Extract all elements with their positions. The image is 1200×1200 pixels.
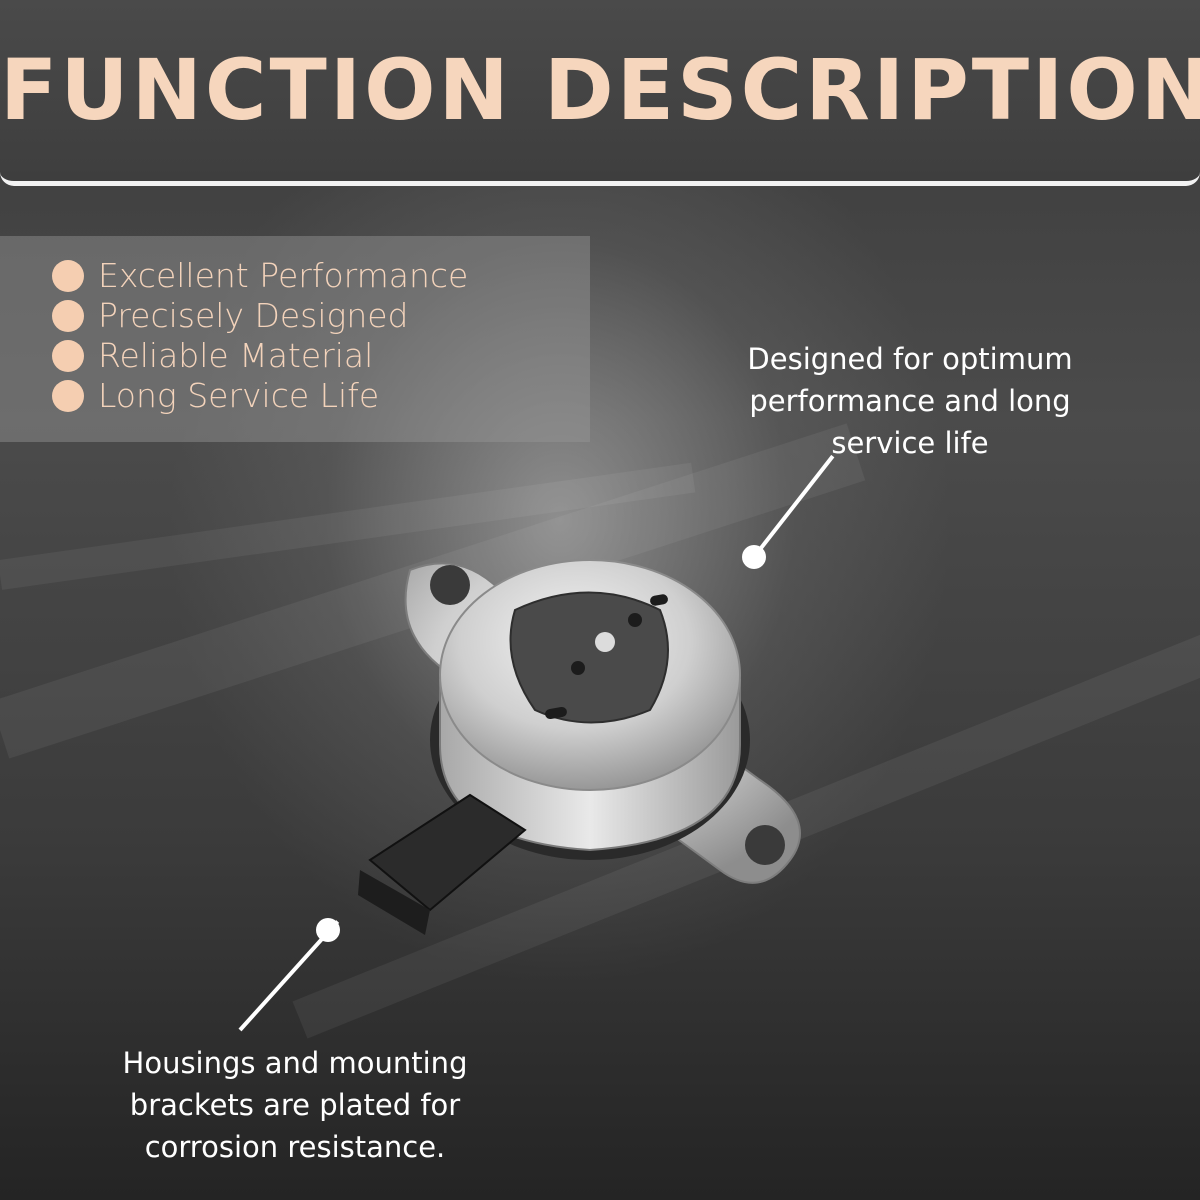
bullet-icon xyxy=(52,380,84,412)
callout-pointer-dot xyxy=(742,545,766,569)
callout-line: service life xyxy=(831,426,989,460)
callout-line: Designed for optimum xyxy=(747,342,1073,376)
solenoid-valve-icon xyxy=(358,559,801,935)
feature-label: Excellent Performance xyxy=(98,256,469,295)
feature-item: Reliable Material xyxy=(52,336,373,376)
callout-line: brackets are plated for xyxy=(129,1088,461,1122)
callout-line: corrosion resistance. xyxy=(144,1130,446,1164)
callout-corrosion: Housings and mounting brackets are plate… xyxy=(80,1042,510,1168)
page-title: FUNCTION DESCRIPTION xyxy=(0,41,1200,139)
feature-label: Long Service Life xyxy=(98,376,380,415)
feature-label: Reliable Material xyxy=(98,336,374,375)
feature-item: Excellent Performance xyxy=(52,256,468,296)
feature-item: Precisely Designed xyxy=(52,296,409,336)
bullet-icon xyxy=(52,300,84,332)
bullet-icon xyxy=(52,340,84,372)
feature-label: Precisely Designed xyxy=(98,296,409,335)
callout-performance: Designed for optimum performance and lon… xyxy=(700,338,1120,464)
callout-pointer-dot xyxy=(316,918,340,942)
feature-item: Long Service Life xyxy=(52,376,379,416)
bullet-icon xyxy=(52,260,84,292)
header-banner: FUNCTION DESCRIPTION xyxy=(0,0,1200,186)
callout-line: performance and long xyxy=(749,384,1071,418)
feature-list: Excellent Performance Precisely Designed… xyxy=(0,236,590,442)
callout-line: Housings and mounting xyxy=(122,1046,468,1080)
